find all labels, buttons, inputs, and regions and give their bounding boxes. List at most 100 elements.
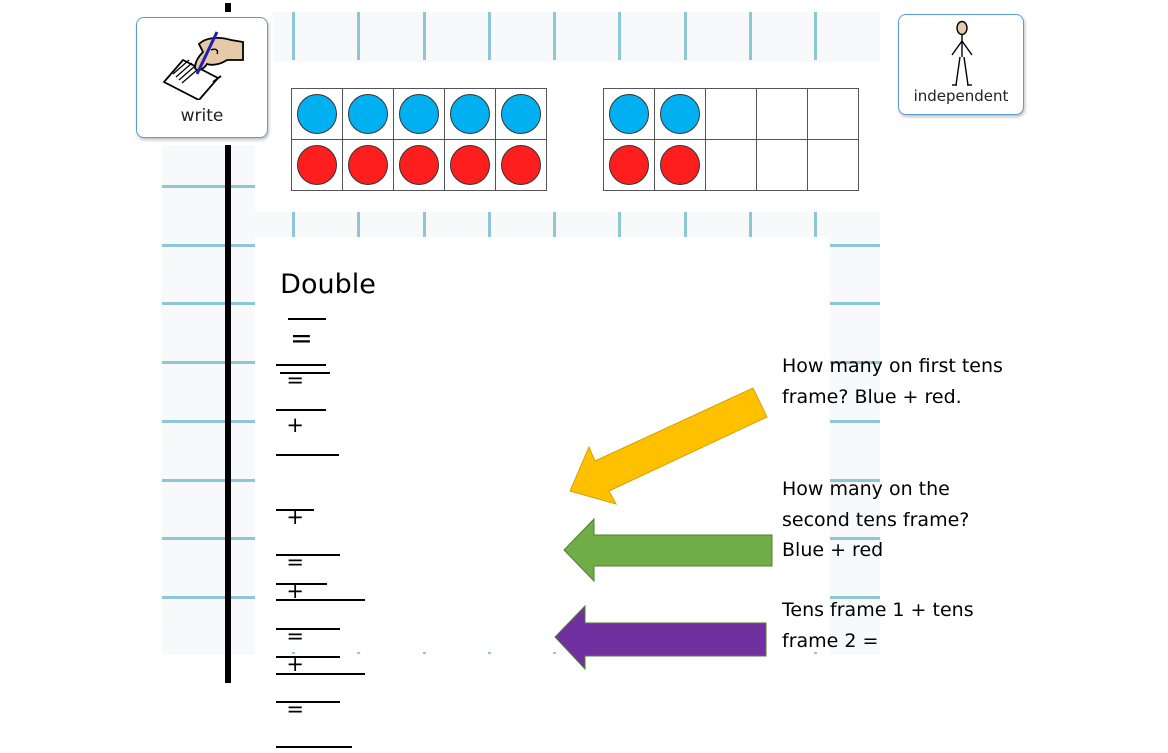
worksheet-panel — [255, 237, 830, 652]
blue-counter — [348, 94, 388, 134]
paper-grid-line — [162, 596, 255, 599]
prompt-first-frame: How many on first tens frame? Blue + red… — [782, 355, 1003, 408]
tens-frame-cell — [655, 89, 706, 140]
equation-row-2: + = — [263, 544, 366, 679]
paper-grid-line — [488, 651, 491, 654]
paper-grid-line — [814, 651, 817, 654]
tens-frame-cell — [757, 89, 808, 140]
blue-counter — [501, 94, 541, 134]
tens-frame-cell — [808, 140, 859, 191]
paper-grid-line — [814, 212, 817, 237]
paper-grid-line — [162, 244, 255, 247]
answer-blank[interactable] — [276, 346, 327, 366]
background-paper-top — [273, 12, 880, 62]
answer-blank[interactable] — [276, 728, 353, 748]
tens-frame-cell — [343, 140, 394, 191]
paper-grid-line — [357, 212, 360, 237]
paper-grid-line — [292, 212, 295, 237]
tens-frame-cell — [706, 140, 757, 191]
red-counter — [660, 145, 700, 185]
tens-frame-cell — [496, 89, 547, 140]
plus-sign: + — [286, 579, 304, 603]
yellow-arrow-icon — [569, 387, 768, 505]
tens-frame-cell — [394, 140, 445, 191]
answer-blank[interactable] — [276, 491, 315, 511]
green-arrow-icon — [563, 518, 773, 583]
hand-writing-icon — [162, 31, 244, 100]
paper-grid-line — [830, 596, 880, 599]
paper-grid-line — [830, 420, 880, 423]
tens-frame-2 — [603, 88, 859, 191]
red-counter — [297, 145, 337, 185]
equation-split: = + — [263, 325, 340, 460]
paper-grid-line — [830, 537, 880, 540]
answer-blank[interactable] — [276, 610, 341, 630]
paper-grid-line — [618, 12, 621, 60]
plus-sign: + — [286, 413, 304, 437]
paper-grid-line — [162, 420, 255, 423]
paper-grid-line — [423, 212, 426, 237]
tens-frame-cell — [604, 140, 655, 191]
tens-frame-cell — [655, 140, 706, 191]
double-word: Double — [280, 269, 376, 300]
prompt-second-frame: How many on the second tens frame? Blue … — [782, 478, 970, 561]
margin-line — [225, 145, 231, 683]
prompt-total: Tens frame 1 + tens frame 2 = — [782, 599, 974, 652]
tens-frame-cell — [343, 89, 394, 140]
paper-grid-line — [423, 651, 426, 654]
paper-grid-line — [162, 537, 255, 540]
paper-grid-line — [553, 212, 556, 237]
answer-blank[interactable] — [276, 655, 366, 675]
paper-grid-line — [162, 185, 255, 188]
background-paper-right — [830, 237, 880, 655]
tens-frame-cell — [808, 89, 859, 140]
answer-blank[interactable] — [276, 565, 328, 585]
tens-frame-cell — [292, 140, 343, 191]
equals-sign: = — [286, 697, 304, 721]
red-counter — [609, 145, 649, 185]
paper-grid-line — [162, 361, 255, 364]
blue-counter — [609, 94, 649, 134]
answer-blank[interactable] — [280, 354, 331, 374]
paper-grid-line — [618, 212, 621, 237]
answer-blank[interactable] — [288, 300, 327, 320]
paper-grid-line — [553, 12, 556, 60]
paper-grid-line — [488, 212, 491, 237]
equation-row-1: + = — [263, 470, 366, 605]
paper-grid-line — [830, 244, 880, 247]
red-counter — [501, 145, 541, 185]
blue-counter — [450, 94, 490, 134]
paper-grid-line — [423, 12, 426, 60]
paper-grid-line — [357, 12, 360, 60]
equals-sign: = — [290, 323, 313, 354]
answer-blank[interactable] — [276, 436, 340, 456]
write-symbol-card: write — [136, 17, 268, 138]
equation-row-3: + = — [263, 617, 353, 752]
answer-blank[interactable] — [276, 391, 327, 411]
paper-grid-line — [814, 12, 817, 60]
tens-frame-cell — [445, 140, 496, 191]
answer-blank[interactable] — [276, 581, 366, 601]
equation-double: Double = — [263, 244, 376, 379]
paper-grid-line — [749, 12, 752, 60]
blue-counter — [660, 94, 700, 134]
answer-blank[interactable] — [276, 536, 341, 556]
tens-frame-cell — [757, 140, 808, 191]
write-label: write — [180, 106, 224, 126]
red-counter — [348, 145, 388, 185]
paper-grid-line — [488, 12, 491, 60]
paper-grid-line — [830, 479, 880, 482]
purple-arrow-icon — [554, 605, 767, 671]
tens-frame-cell — [394, 89, 445, 140]
equals-sign: = — [286, 550, 304, 574]
equals-sign: = — [286, 624, 304, 648]
red-counter — [399, 145, 439, 185]
background-paper-strip — [255, 212, 880, 237]
tens-frame-cell — [706, 89, 757, 140]
paper-grid-line — [162, 479, 255, 482]
answer-blank[interactable] — [276, 638, 341, 658]
paper-grid-line — [684, 12, 687, 60]
tens-frame-cell — [292, 89, 343, 140]
red-counter — [450, 145, 490, 185]
paper-grid-line — [357, 651, 360, 654]
